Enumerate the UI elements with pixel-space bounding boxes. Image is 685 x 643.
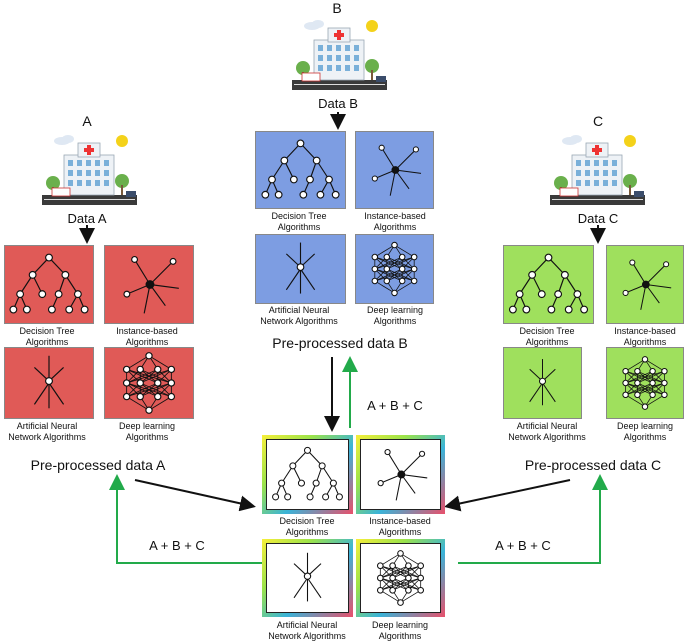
site-c-deep-learning-caption: Deep learning Algorithms	[616, 421, 674, 442]
site-c-decision-tree-tile	[503, 245, 594, 324]
data-label-c: Data C	[577, 211, 619, 226]
merge-label-right: A + B + C	[495, 538, 551, 553]
site-a-deep-learning-tile	[104, 347, 194, 419]
site-b-decision-tree-tile	[255, 131, 346, 209]
decision-tree-icon	[272, 446, 343, 501]
site-b-decision-tree-caption: Decision Tree Algorithms	[271, 211, 327, 232]
site-b-instance-based-caption: Instance-based Algorithms	[364, 211, 426, 232]
site-c-ann-caption: Artificial Neural Network Algorithms	[508, 421, 586, 442]
preprocessed-label-b: Pre-processed data B	[272, 335, 408, 351]
deep-learning-icon	[622, 356, 668, 410]
deep-learning-icon	[376, 550, 425, 606]
merged-decision-tree-tile	[262, 435, 353, 514]
merge-label-left: A + B + C	[149, 538, 205, 553]
data-label-b: Data B	[318, 96, 358, 111]
green-return-a	[109, 474, 262, 564]
site-b-ann-caption: Artificial Neural Network Algorithms	[260, 305, 338, 326]
site-b-deep-learning-caption: Deep learning Algorithms	[366, 305, 424, 326]
hospital-icon-c	[550, 135, 645, 205]
instance-based-icon	[123, 256, 179, 314]
instance-based-icon	[377, 448, 428, 501]
instance-based-icon	[622, 259, 672, 310]
site-letter-b: B	[332, 0, 342, 16]
merged-deep-learning-tile	[356, 539, 445, 617]
site-c-decision-tree-caption: Decision Tree Algorithms	[519, 326, 575, 347]
neural-network-icon	[293, 552, 322, 602]
site-c-deep-learning-tile	[606, 347, 684, 419]
arrow-a-to-merge	[134, 479, 256, 512]
merge-label-top: A + B + C	[367, 398, 423, 413]
preprocessed-label-c: Pre-processed data C	[524, 457, 662, 473]
site-a-deep-learning-caption: Deep learning Algorithms	[118, 421, 176, 442]
deep-learning-icon	[122, 352, 176, 414]
merged-instance-based-caption: Instance-based Algorithms	[369, 516, 431, 537]
hospital-icon-a	[42, 135, 137, 205]
site-a-ann-caption: Artificial Neural Network Algorithms	[8, 421, 86, 442]
decision-tree-icon	[508, 253, 589, 314]
green-return-c	[458, 474, 608, 564]
neural-network-icon	[33, 355, 65, 409]
preprocessed-label-a: Pre-processed data A	[30, 457, 166, 473]
site-letter-a: A	[82, 113, 92, 129]
site-a-instance-based-tile	[104, 245, 194, 324]
site-a-ann-tile	[4, 347, 94, 419]
merged-instance-based-tile	[356, 435, 445, 514]
decision-tree-icon	[261, 139, 340, 199]
instance-based-icon	[371, 144, 422, 196]
merged-ann-tile	[262, 539, 353, 617]
site-c-instance-based-caption: Instance-based Algorithms	[614, 326, 676, 347]
site-b-instance-based-tile	[355, 131, 434, 209]
site-a-decision-tree-tile	[4, 245, 94, 324]
hospital-icon-b	[292, 20, 387, 90]
site-a-instance-based-caption: Instance-based Algorithms	[116, 326, 178, 347]
deep-learning-icon	[371, 241, 418, 297]
site-b-deep-learning-tile	[355, 234, 434, 304]
merged-ann-caption: Artificial Neural Network Algorithms	[268, 620, 346, 641]
site-letter-c: C	[592, 113, 604, 129]
decision-tree-icon	[9, 253, 89, 314]
site-c-instance-based-tile	[606, 245, 684, 324]
merged-deep-learning-caption: Deep learning Algorithms	[371, 620, 429, 641]
merged-decision-tree-caption: Decision Tree Algorithms	[279, 516, 335, 537]
site-b-ann-tile	[255, 234, 346, 304]
neural-network-icon	[529, 359, 556, 406]
neural-network-icon	[285, 242, 316, 294]
arrow-c-to-merge	[444, 479, 571, 512]
site-a-decision-tree-caption: Decision Tree Algorithms	[19, 326, 75, 347]
site-c-ann-tile	[503, 347, 582, 419]
data-label-a: Data A	[67, 211, 107, 226]
